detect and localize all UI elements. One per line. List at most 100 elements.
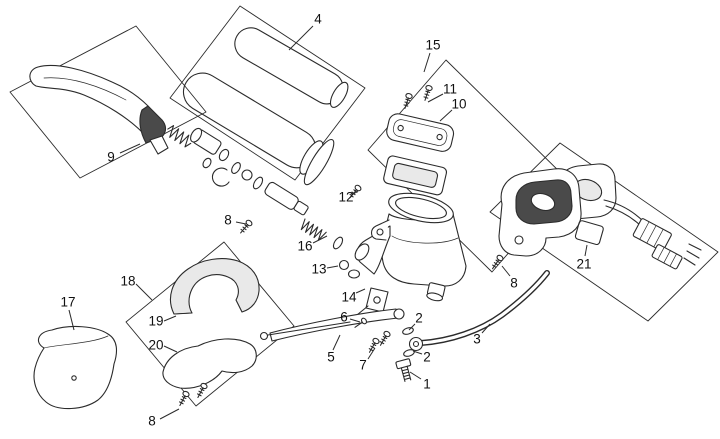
handlebar-covers xyxy=(162,258,260,408)
connector-b xyxy=(651,244,683,270)
reservoir-body xyxy=(354,192,467,302)
pivot-spring xyxy=(167,125,192,148)
leader-lines xyxy=(68,25,588,420)
callout-19[interactable]: 19 xyxy=(148,313,164,329)
cable-end-barrel xyxy=(259,331,269,341)
housing-screw xyxy=(489,253,505,272)
leader-17 xyxy=(68,309,75,331)
callout-8c[interactable]: 8 xyxy=(148,413,156,429)
frame-switch-panel xyxy=(489,142,719,322)
circlip xyxy=(241,169,253,181)
callout-13[interactable]: 13 xyxy=(311,261,327,277)
callout-9[interactable]: 9 xyxy=(107,149,115,165)
leader-18 xyxy=(135,283,153,301)
u-clip xyxy=(211,167,230,187)
callout-2b[interactable]: 2 xyxy=(423,349,431,365)
rubber-boot xyxy=(33,325,118,410)
lever-pivot-parts xyxy=(167,125,230,187)
brake-hose-group xyxy=(395,270,550,382)
piston-assembly xyxy=(231,162,344,250)
callout-17[interactable]: 17 xyxy=(60,294,76,310)
callout-3[interactable]: 3 xyxy=(473,331,481,347)
callout-7[interactable]: 7 xyxy=(359,357,367,373)
cover-upper xyxy=(170,258,260,315)
callout-1[interactable]: 1 xyxy=(423,376,431,392)
leader-2b xyxy=(412,350,423,355)
piston xyxy=(264,181,309,216)
cover-screw xyxy=(421,84,434,102)
leader-13 xyxy=(326,265,339,269)
reservoir-diaphragm xyxy=(383,155,448,196)
callout-21[interactable]: 21 xyxy=(576,256,592,272)
handlebar-grips xyxy=(182,27,349,186)
callout-11[interactable]: 11 xyxy=(442,81,458,97)
leader-21 xyxy=(584,244,588,257)
cable xyxy=(267,321,351,336)
leader-14 xyxy=(355,288,366,294)
leader-12 xyxy=(351,190,359,196)
leader-20 xyxy=(163,345,178,353)
leader-16 xyxy=(312,235,328,244)
leader-5 xyxy=(332,334,341,351)
leader-9 xyxy=(119,143,141,154)
leader-11 xyxy=(427,93,444,103)
pivot-washer-small xyxy=(202,157,212,169)
leader-8a xyxy=(235,221,247,225)
callout-12[interactable]: 12 xyxy=(338,189,354,205)
leader-19 xyxy=(163,315,177,322)
leader-7 xyxy=(367,347,376,360)
hand-lever xyxy=(29,64,169,155)
pushrod-clevis xyxy=(351,287,389,320)
callout-6[interactable]: 6 xyxy=(340,309,348,325)
washer xyxy=(252,176,264,190)
switch-housing-group xyxy=(489,163,702,272)
cover-lower xyxy=(162,338,257,389)
leader-3 xyxy=(481,323,491,334)
cover-screw xyxy=(401,92,414,110)
callout-5[interactable]: 5 xyxy=(327,349,335,365)
leader-1 xyxy=(409,371,422,380)
callout-18[interactable]: 18 xyxy=(120,273,136,289)
switch-unit xyxy=(574,220,604,246)
return-spring xyxy=(300,218,327,241)
callout-8b[interactable]: 8 xyxy=(510,275,518,291)
sealing-washer-lower xyxy=(403,349,415,357)
callout-8a[interactable]: 8 xyxy=(224,212,232,228)
frame-lever-panel xyxy=(9,25,207,179)
wire-ends xyxy=(683,243,702,266)
seal xyxy=(332,236,344,250)
leader-8c xyxy=(159,408,180,420)
callout-10[interactable]: 10 xyxy=(451,96,467,112)
master-cylinder-assembly xyxy=(338,84,467,320)
reservoir-cover xyxy=(386,113,455,152)
grip-left xyxy=(182,72,335,186)
hose-port xyxy=(426,282,446,302)
panel-screw xyxy=(237,218,254,236)
callout-20[interactable]: 20 xyxy=(148,337,164,353)
frame-grips-panel xyxy=(169,5,366,181)
callout-2a[interactable]: 2 xyxy=(415,310,423,326)
leader-4 xyxy=(288,25,314,51)
callout-14[interactable]: 14 xyxy=(341,289,357,305)
connector-a xyxy=(632,218,672,252)
sealing-washer-upper xyxy=(402,327,414,335)
pivot-washer xyxy=(218,148,230,162)
cover-screw xyxy=(176,389,191,408)
leader-8b xyxy=(501,265,511,277)
leader-2a xyxy=(408,323,416,331)
banjo-bolt xyxy=(395,358,412,382)
leader-15 xyxy=(423,52,431,73)
leader-6 xyxy=(349,318,361,323)
pushrod-boot xyxy=(338,259,361,279)
lever-cable-group xyxy=(259,308,405,355)
lever-pivot-boss xyxy=(393,308,405,320)
washer xyxy=(231,162,241,174)
callout-16[interactable]: 16 xyxy=(297,238,313,254)
pivot-bushing xyxy=(190,127,222,155)
leader-10 xyxy=(439,109,453,122)
grip-right xyxy=(234,27,349,108)
callout-15[interactable]: 15 xyxy=(425,37,441,53)
callout-4[interactable]: 4 xyxy=(314,11,322,27)
